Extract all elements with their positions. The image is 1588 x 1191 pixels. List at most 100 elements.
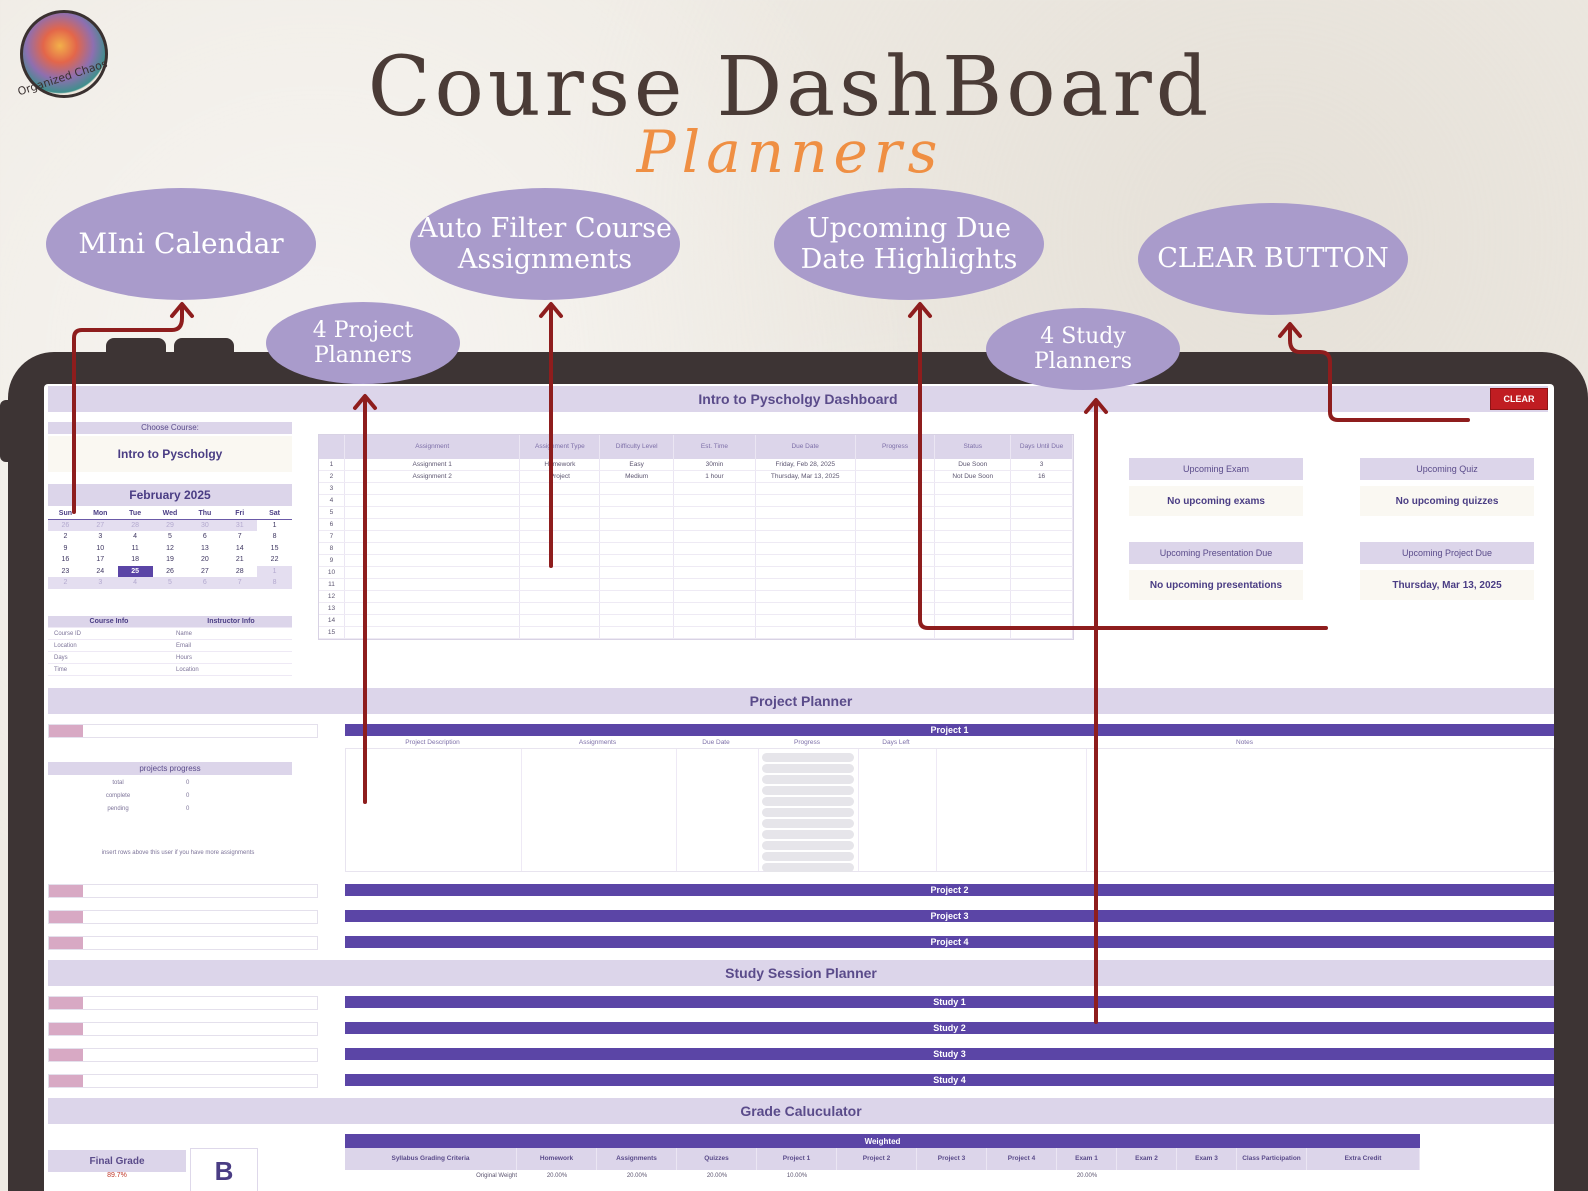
study-2-selector[interactable] [48,1022,318,1036]
table-cell[interactable] [520,603,601,614]
calendar-day[interactable]: 28 [235,567,244,575]
table-cell[interactable] [674,567,756,578]
table-cell[interactable] [674,483,756,494]
study-1-bar[interactable]: Study 1 [345,996,1554,1008]
grade-value-cell[interactable] [1117,1170,1177,1182]
table-cell[interactable] [520,495,601,506]
table-cell[interactable] [756,495,856,506]
calendar-day[interactable]: 6 [187,577,223,589]
calendar-day[interactable]: 21 [235,556,244,563]
grade-value-cell[interactable] [987,1170,1057,1182]
study-1-selector[interactable] [48,996,318,1010]
study-3-bar[interactable]: Study 3 [345,1048,1554,1060]
calendar-day[interactable]: 6 [202,533,207,540]
table-row[interactable]: 7 [319,531,1073,543]
table-cell[interactable]: 1 hour [674,471,756,482]
table-row[interactable]: 13 [319,603,1073,615]
table-cell[interactable] [520,507,601,518]
table-cell[interactable] [1011,531,1073,542]
project-3-selector[interactable] [48,910,318,924]
table-cell[interactable] [935,507,1012,518]
table-cell[interactable] [1011,627,1073,638]
info-cell[interactable]: Location [48,640,170,652]
table-cell[interactable] [674,507,756,518]
info-cell[interactable]: Days [48,652,170,664]
table-cell[interactable] [520,543,601,554]
table-cell[interactable] [674,615,756,626]
project-2-bar[interactable]: Project 2 [345,884,1554,896]
table-cell[interactable]: Assignment 2 [345,471,521,482]
table-cell[interactable] [600,591,675,602]
table-cell[interactable] [935,519,1012,530]
info-cell[interactable]: Email [170,640,292,652]
calendar-day[interactable]: 7 [237,533,242,540]
table-cell[interactable] [856,531,936,542]
table-cell[interactable] [520,519,601,530]
table-cell[interactable] [935,615,1012,626]
calendar-day[interactable]: 29 [152,519,188,531]
calendar-day[interactable]: 30 [187,519,223,531]
table-cell[interactable]: 16 [1011,471,1073,482]
table-cell[interactable] [674,519,756,530]
table-cell[interactable]: Easy [600,459,675,470]
table-cell[interactable] [345,531,521,542]
table-cell[interactable] [756,519,856,530]
table-cell[interactable]: Project [520,471,601,482]
table-cell[interactable] [674,555,756,566]
table-cell[interactable] [935,579,1012,590]
calendar-day[interactable]: 27 [82,519,118,531]
calendar-day[interactable]: 3 [82,577,118,589]
calendar-day[interactable]: 11 [131,544,139,552]
calendar-day[interactable]: 31 [222,519,258,531]
calendar-day[interactable]: 9 [63,544,68,552]
table-cell[interactable] [520,627,601,638]
table-cell[interactable] [600,555,675,566]
table-cell[interactable] [600,543,675,554]
table-cell[interactable] [520,555,601,566]
table-cell[interactable] [345,567,521,578]
table-cell[interactable] [856,555,936,566]
table-row[interactable]: 14 [319,615,1073,627]
calendar-day[interactable]: 23 [61,567,70,575]
table-cell[interactable] [1011,615,1073,626]
calendar-day[interactable]: 13 [200,544,209,552]
table-cell[interactable] [756,591,856,602]
table-row[interactable]: 11 [319,579,1073,591]
table-cell[interactable] [1011,495,1073,506]
grade-value-cell[interactable] [1177,1170,1237,1182]
table-row[interactable]: 4 [319,495,1073,507]
table-cell[interactable] [600,507,675,518]
calendar-day[interactable]: 26 [166,567,174,575]
table-cell[interactable] [1011,603,1073,614]
project-4-selector[interactable] [48,936,318,950]
table-cell[interactable] [600,531,675,542]
grade-value-cell[interactable] [1307,1170,1420,1182]
table-row[interactable]: 6 [319,519,1073,531]
clear-button[interactable]: CLEAR [1490,388,1548,410]
grade-value-cell[interactable]: 20.00% [706,1173,728,1179]
table-row[interactable]: 3 [319,483,1073,495]
table-cell[interactable]: Medium [600,471,675,482]
project-2-selector[interactable] [48,884,318,898]
calendar-day[interactable]: 14 [235,544,244,552]
table-cell[interactable] [756,603,856,614]
calendar-day[interactable]: 24 [96,567,105,575]
calendar-day[interactable]: 27 [200,567,209,575]
calendar-day[interactable]: 1 [257,565,292,577]
calendar-day[interactable]: 15 [270,544,279,552]
table-cell[interactable]: Not Due Soon [935,471,1012,482]
table-cell[interactable] [600,567,675,578]
table-cell[interactable] [856,459,936,470]
table-cell[interactable] [600,627,675,638]
project-1-selector[interactable] [48,724,318,738]
table-cell[interactable] [345,615,521,626]
table-cell[interactable] [600,603,675,614]
table-cell[interactable] [935,531,1012,542]
table-cell[interactable] [856,627,936,638]
table-cell[interactable] [600,495,675,506]
table-cell[interactable]: 30min [674,459,756,470]
table-row[interactable]: 9 [319,555,1073,567]
table-cell[interactable] [520,531,601,542]
table-cell[interactable] [856,579,936,590]
table-cell[interactable] [1011,483,1073,494]
